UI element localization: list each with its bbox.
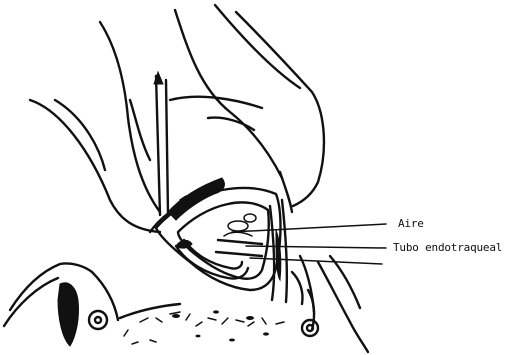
label-air: Aire [398, 217, 424, 230]
neck-structures [270, 200, 368, 352]
hand-outline [30, 5, 324, 232]
label-endotracheal-tube: Tubo endotraqueal [393, 241, 502, 254]
tissue-texture [124, 310, 284, 344]
air-bubbles [224, 214, 256, 236]
laryngoscope-blade [154, 72, 168, 215]
lower-jaw [4, 263, 180, 346]
